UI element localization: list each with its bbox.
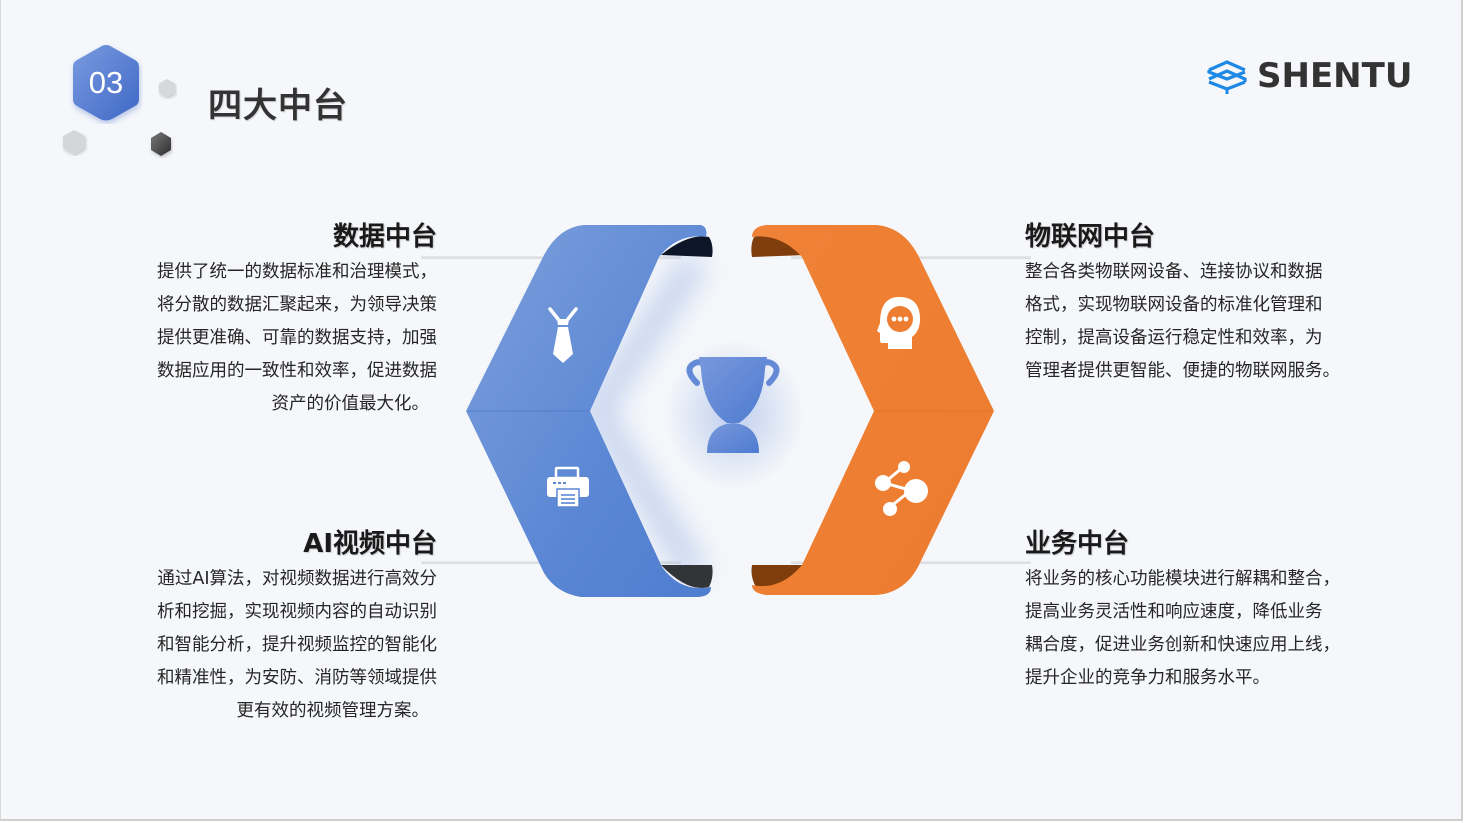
platform-iot: 物联网中台 整合各类物联网设备、连接协议和数据 格式，实现物联网设备的标准化管理… bbox=[1025, 220, 1355, 388]
necktie-icon bbox=[548, 307, 578, 363]
platform-ai-video: AI视频中台 通过AI算法，对视频数据进行高效分 析和挖掘，实现视频内容的自动识… bbox=[137, 527, 437, 728]
platform-title: 业务中台 bbox=[1025, 529, 1130, 559]
platform-description: 通过AI算法，对视频数据进行高效分 析和挖掘，实现视频内容的自动识别 和智能分析… bbox=[157, 569, 437, 721]
small-hexagon-decoration bbox=[159, 79, 175, 97]
small-hexagon-decoration bbox=[63, 130, 85, 154]
page-title: 四大中台 bbox=[208, 86, 348, 126]
ribbon-chevrons bbox=[466, 225, 994, 597]
section-number-badge: 03 bbox=[69, 42, 143, 124]
dark-hexagon-decoration bbox=[151, 132, 171, 156]
trophy-icon bbox=[686, 357, 780, 453]
four-platforms-diagram bbox=[456, 215, 1016, 615]
printer-icon bbox=[547, 466, 589, 508]
share-nodes-icon bbox=[875, 461, 928, 516]
platform-description: 整合各类物联网设备、连接协议和数据 格式，实现物联网设备的标准化管理和 控制，提… bbox=[1025, 262, 1340, 381]
section-number: 03 bbox=[88, 65, 124, 100]
platform-title: AI视频中台 bbox=[303, 529, 437, 559]
platform-title: 数据中台 bbox=[332, 222, 437, 252]
shentu-logo: SHENTU bbox=[1205, 58, 1412, 94]
platform-data: 数据中台 提供了统一的数据标准和治理模式， 将分散的数据汇聚起来，为领导决策 提… bbox=[137, 220, 437, 421]
stacked-chevron-logo-icon bbox=[1207, 60, 1247, 94]
hexagon-icon bbox=[73, 45, 139, 121]
logo-text: SHENTU bbox=[1257, 56, 1413, 96]
head-thinking-icon bbox=[877, 297, 920, 349]
platform-description: 将业务的核心功能模块进行解耦和整合， 提高业务灵活性和响应速度，降低业务 耦合度… bbox=[1025, 569, 1340, 688]
platform-business: 业务中台 将业务的核心功能模块进行解耦和整合， 提高业务灵活性和响应速度，降低业… bbox=[1025, 527, 1355, 695]
platform-description: 提供了统一的数据标准和治理模式， 将分散的数据汇聚起来，为领导决策 提供更准确、… bbox=[157, 262, 437, 414]
platform-title: 物联网中台 bbox=[1025, 222, 1156, 252]
